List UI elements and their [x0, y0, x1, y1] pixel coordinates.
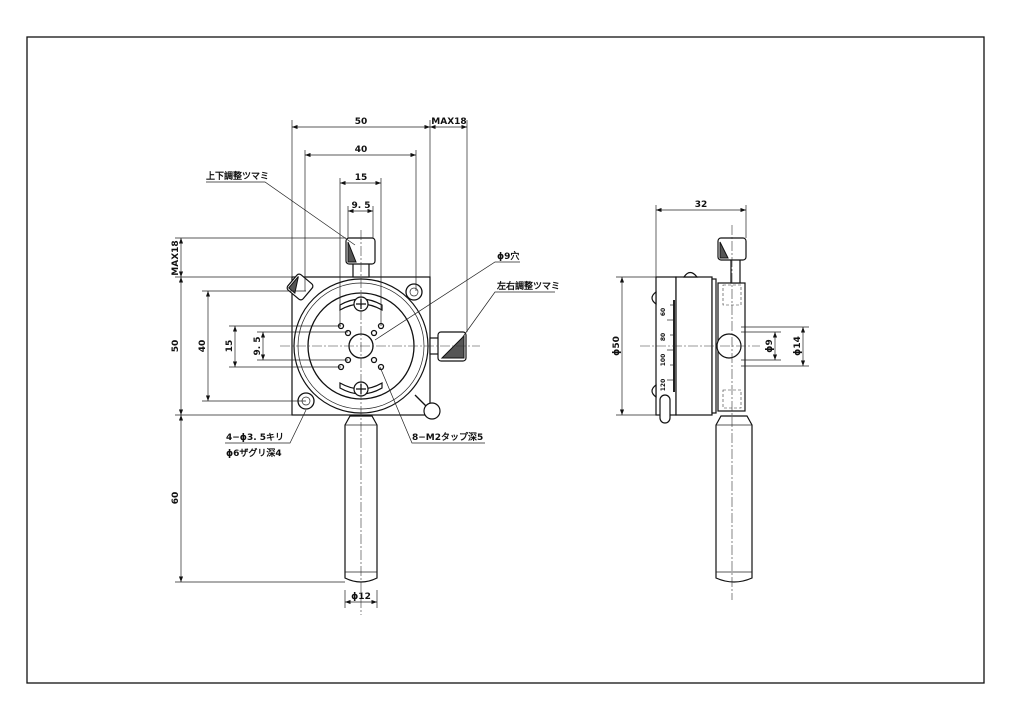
side-handle [715, 415, 753, 583]
dim-dia-14: ϕ14 [793, 336, 803, 356]
lock-knob [286, 273, 314, 301]
dim-width-40: 40 [355, 145, 368, 155]
scale-100: 100 [660, 354, 667, 367]
scale-80: 80 [660, 333, 667, 341]
label-vertical-knob: 上下調整ツマミ [206, 170, 269, 182]
drawing-frame [26, 36, 985, 684]
mount-hole [405, 283, 423, 301]
dim-max18-h: MAX18 [431, 117, 466, 127]
dim-width-9-5: 9. 5 [351, 201, 370, 211]
side-view: 60 80 100 120 32 ϕ50 ϕ9 ϕ14 [612, 200, 809, 600]
label-horizontal-knob: 左右調整ツマミ [496, 280, 560, 292]
dim-height-15: 15 [225, 340, 235, 353]
scale-60: 60 [660, 308, 667, 316]
label-tapped-holes: 8−M2タップ深5 [412, 431, 483, 443]
dim-height-50: 50 [171, 340, 181, 353]
label-mount-holes: 4−ϕ3. 5キリ [226, 432, 284, 443]
dim-max18-v: MAX18 [171, 240, 181, 275]
hidden-line [722, 284, 742, 306]
dim-height-9-5: 9. 5 [253, 336, 263, 355]
label-center-hole: ϕ9穴 [497, 250, 519, 262]
dim-handle-dia: ϕ12 [351, 592, 371, 602]
dimension-lines [616, 205, 809, 416]
dimension-lines [175, 237, 348, 583]
dim-height-60: 60 [171, 492, 181, 505]
scale-120: 120 [660, 379, 667, 392]
dim-depth-32: 32 [695, 200, 708, 210]
dimension-lines [291, 120, 468, 608]
side-lever [659, 394, 671, 424]
dim-dia-50: ϕ50 [612, 336, 622, 356]
dim-dia-9: ϕ9 [765, 339, 775, 352]
dim-width-15: 15 [355, 173, 368, 183]
slot [339, 298, 383, 312]
dim-height-40: 40 [198, 340, 208, 353]
dim-width-50: 50 [355, 117, 368, 127]
lock-lever [423, 402, 441, 420]
front-view: 50 MAX18 40 15 9. 5 ϕ12 MAX18 50 60 40 1… [171, 117, 560, 615]
label-counterbore: ϕ6ザグリ深4 [226, 447, 282, 459]
hidden-line [722, 389, 742, 409]
leader-lines [206, 181, 555, 444]
